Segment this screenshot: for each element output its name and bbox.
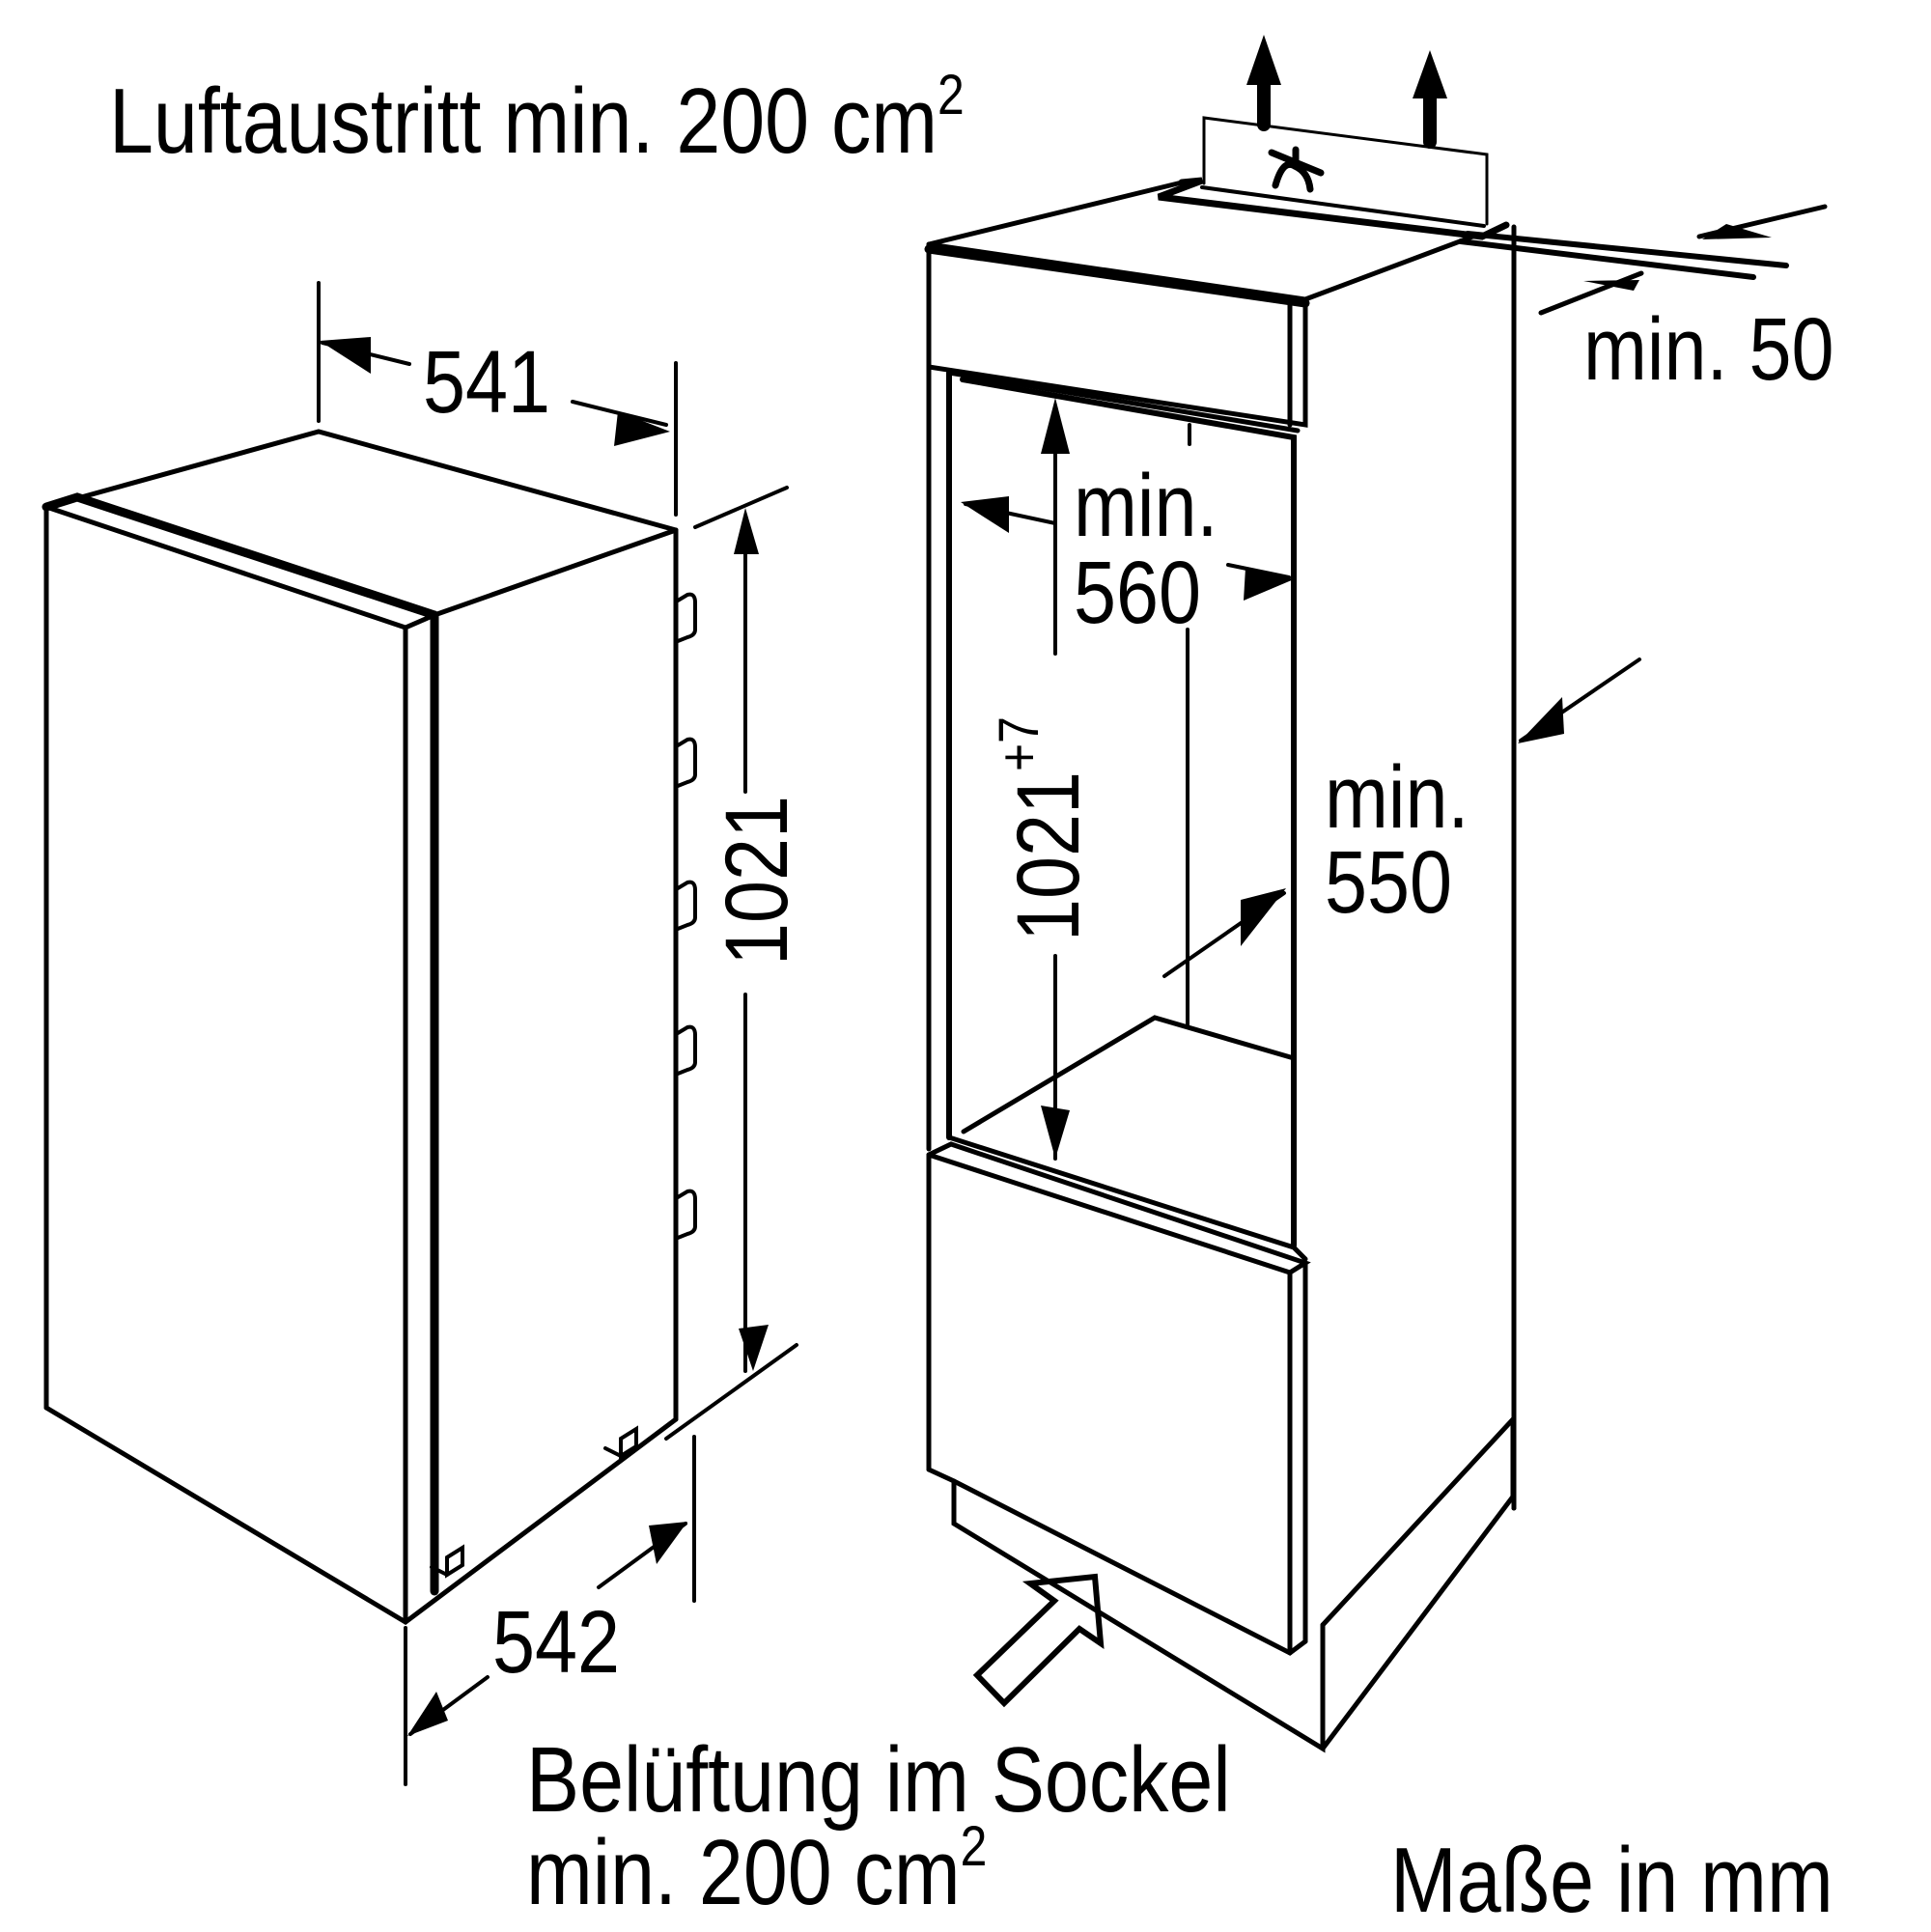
plinth-ventilation-line2: min. 200 cm2 xyxy=(526,1819,987,1919)
dimension-height-1021 xyxy=(664,486,798,1441)
units-note: Maße in mm xyxy=(1390,1829,1833,1932)
arrowheads xyxy=(320,35,1772,1736)
niche-width-min-label: min. xyxy=(1074,457,1218,555)
niche-height-number: 1021 xyxy=(999,770,1098,941)
niche-depth-min-label: min. xyxy=(1325,748,1469,847)
hollow-arrow-icon xyxy=(972,1573,1105,1708)
air-outlet-superscript: 2 xyxy=(938,64,965,126)
appliance-drawing xyxy=(42,429,697,1626)
ventilation-icon xyxy=(1268,146,1325,193)
plinth-ventilation-line1: Belüftung im Sockel xyxy=(526,1728,1231,1832)
appliance-height-value: 1021 xyxy=(708,795,806,966)
rear-gap-label: min. 50 xyxy=(1583,300,1834,399)
niche-drawing xyxy=(924,116,1789,1753)
appliance-width-value: 541 xyxy=(423,333,551,432)
air-outlet-text: Luftaustritt min. 200 cm xyxy=(109,70,938,173)
air-outlet-label: Luftaustritt min. 200 cm2 xyxy=(109,68,965,168)
dimension-depth-542 xyxy=(404,1435,696,1786)
plinth-ventilation-superscript: 2 xyxy=(960,1815,988,1878)
niche-height-value: 1021+7 xyxy=(988,716,1098,941)
niche-width-value: 560 xyxy=(1074,544,1202,642)
plinth-ventilation-text: min. 200 cm xyxy=(526,1821,961,1924)
appliance-depth-value: 542 xyxy=(492,1593,621,1692)
niche-height-tolerance: +7 xyxy=(988,716,1050,771)
dimension-rear-gap xyxy=(1538,204,1828,316)
niche-depth-value: 550 xyxy=(1325,833,1453,932)
